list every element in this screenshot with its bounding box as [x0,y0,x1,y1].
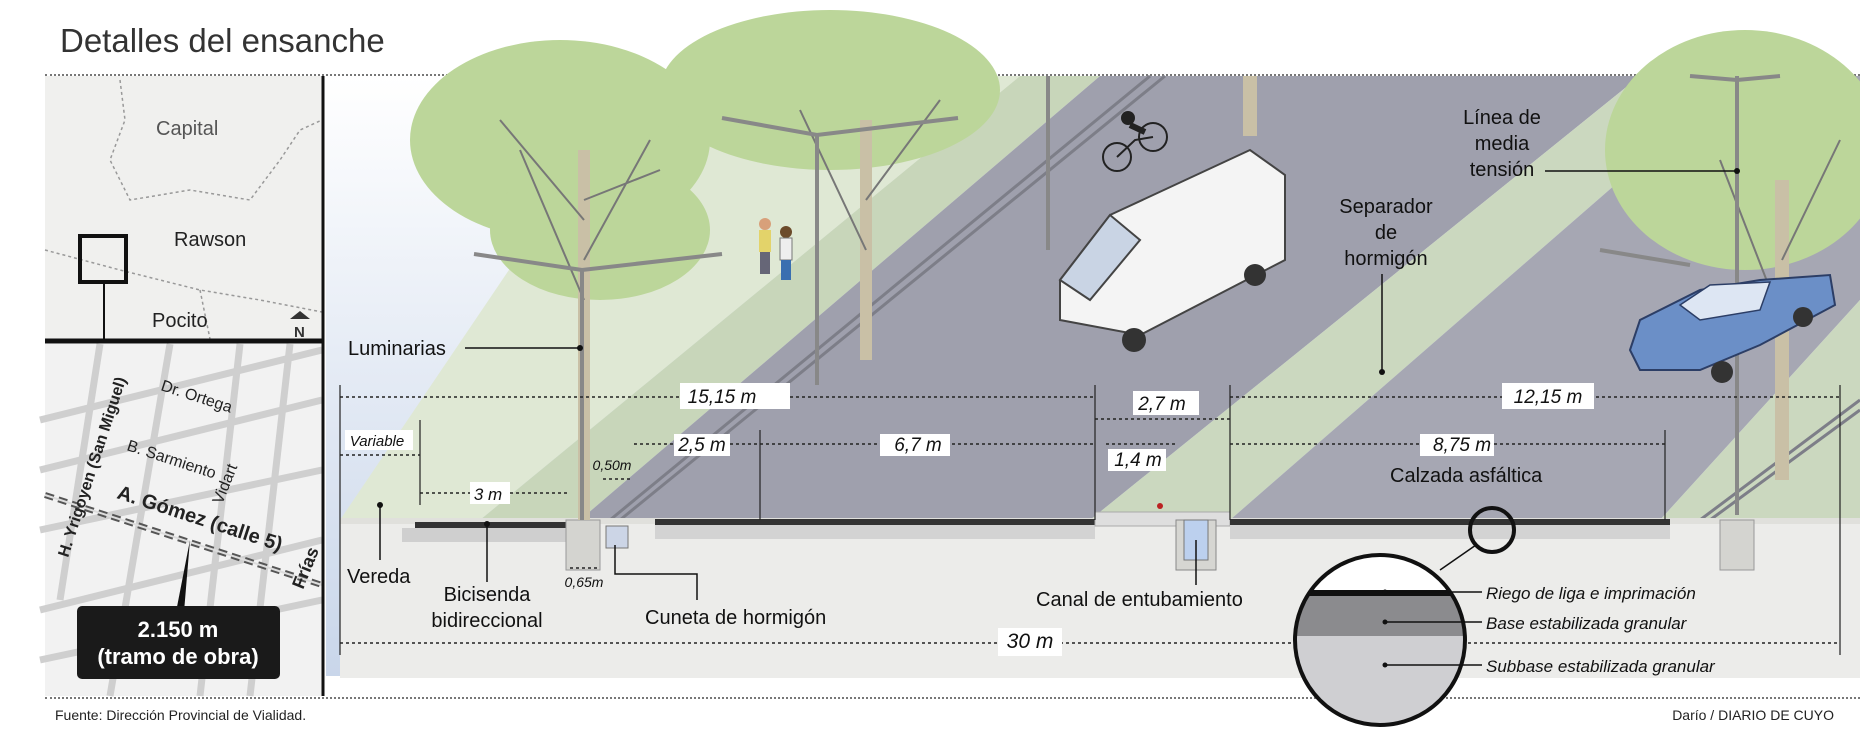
credit-note: Darío / DIARIO DE CUYO [1672,707,1834,723]
road-scene: Luminarias Línea de media tensión Separa… [326,10,1860,727]
car [1628,273,1837,383]
label-vereda: Vereda [347,566,411,588]
svg-text:N: N [294,324,305,341]
label-calzada: Calzada asfáltica [1390,465,1543,487]
map-region-pocito: Pocito [152,310,208,332]
pedestrians [759,218,793,280]
layer-riego: Riego de liga e imprimación [1486,584,1696,603]
dim-total: 30 m [1007,630,1054,653]
van [1058,148,1286,352]
dim-right-road: 8,75 m [1433,435,1491,456]
label-separador-2: de [1375,222,1397,244]
dim-cuneta: 0,50m [593,457,632,473]
label-separador-1: Separador [1339,196,1433,218]
dim-footing: 0,65m [565,574,604,590]
label-bicisenda-2: bidireccional [431,610,542,632]
map-region-rawson: Rawson [174,229,246,251]
label-linea-1: Línea de [1463,107,1541,129]
label-canal: Canal de entubamiento [1036,589,1243,611]
layer-base: Base estabilizada granular [1486,614,1688,633]
label-luminarias: Luminarias [348,338,446,360]
dim-center: 2,7 m [1137,394,1186,415]
label-cuneta: Cuneta de hormigón [645,607,826,629]
callout-box [77,606,280,679]
dim-right-total: 12,15 m [1514,387,1583,408]
label-linea-2: media [1475,133,1530,155]
dim-lane-b: 6,7 m [894,435,942,456]
dim-left-total: 15,15 m [688,387,757,408]
locator-map: Capital Rawson Pocito N [44,76,323,344]
label-linea-3: tensión [1470,159,1535,181]
dim-bici: 3 m [474,485,502,504]
callout-length: 2.150 m [138,617,219,642]
dim-canal: 1,4 m [1114,450,1162,471]
dim-variable: Variable [350,433,404,450]
pavement-detail-lens: Riego de liga e imprimación Base estabil… [1293,506,1716,727]
map-region-capital: Capital [156,118,218,140]
layer-subbase: Subbase estabilizada granular [1486,657,1716,676]
bottom-divider [45,697,1860,699]
label-bicisenda-1: Bicisenda [444,584,532,606]
tree-3 [1605,30,1860,480]
page-title: Detalles del ensanche [60,22,385,59]
source-note: Fuente: Dirección Provincial de Vialidad… [55,707,307,723]
cyclist [1102,111,1168,172]
north-arrow-icon: N [290,311,310,341]
street-map: Dr. Ortega B. Sarmiento Vidart H. Yrigoy… [39,343,323,697]
label-separador-3: hormigón [1344,248,1427,270]
callout-label: (tramo de obra) [97,644,258,669]
dim-lane-a: 2,5 m [677,435,726,456]
